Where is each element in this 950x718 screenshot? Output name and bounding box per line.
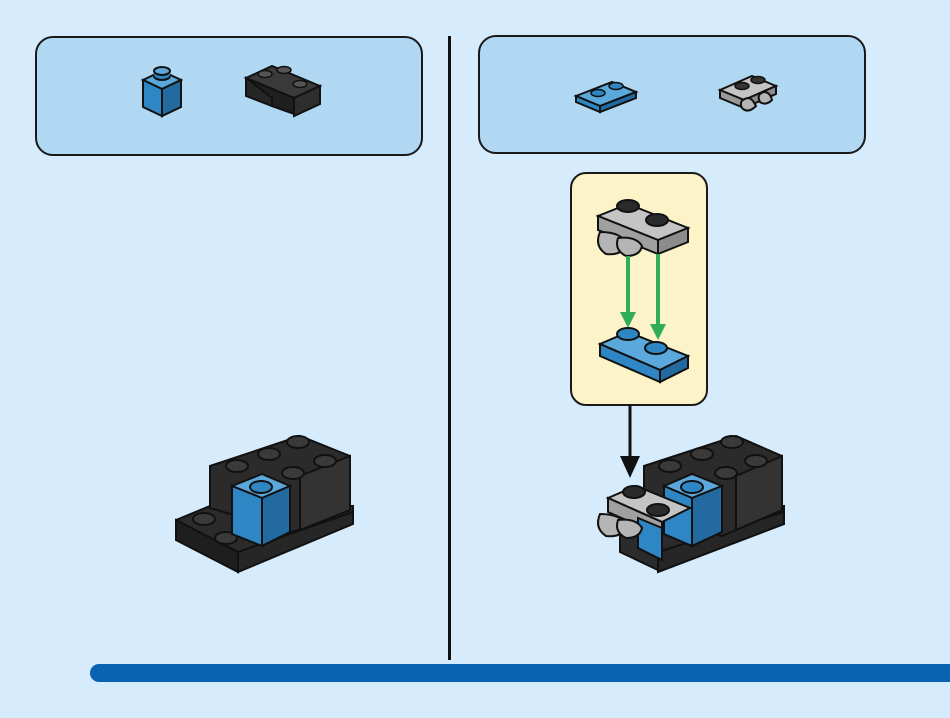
brick-corner-black-icon bbox=[246, 66, 320, 116]
placement-arrow bbox=[620, 406, 640, 478]
clip-plate-gray-icon bbox=[720, 76, 776, 111]
sub-assembly-clip-on-plate bbox=[598, 200, 688, 382]
brick-1x1-blue-icon bbox=[143, 67, 181, 116]
assembled-model-step1 bbox=[176, 436, 353, 572]
plate-1x2-blue-icon bbox=[576, 82, 636, 112]
